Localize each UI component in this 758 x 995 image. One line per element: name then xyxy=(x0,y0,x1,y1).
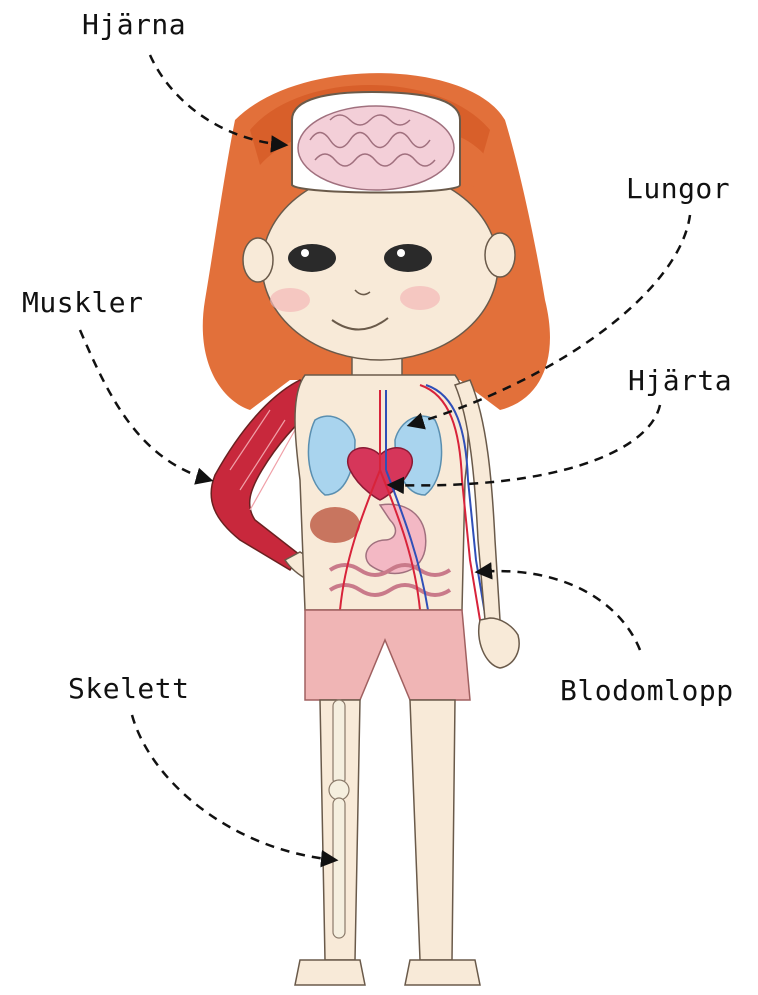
left-eye xyxy=(288,244,336,272)
liver xyxy=(310,507,360,543)
label-brain: Hjärna xyxy=(82,8,186,41)
left-foot xyxy=(295,960,365,985)
left-cheek xyxy=(270,288,310,312)
label-skeleton: Skelett xyxy=(68,672,190,705)
label-heart: Hjärta xyxy=(628,364,732,397)
brain xyxy=(292,92,460,193)
label-lungs: Lungor xyxy=(626,172,730,205)
right-hand xyxy=(479,618,519,668)
arrow-skeleton xyxy=(132,715,335,860)
arrow-muscles xyxy=(80,330,210,480)
right-ear xyxy=(485,233,515,277)
label-circulation: Blodomlopp xyxy=(560,674,734,707)
right-cheek xyxy=(400,286,440,310)
right-foot xyxy=(405,960,480,985)
right-leg xyxy=(410,700,455,960)
skeleton-leg xyxy=(320,700,360,960)
shorts xyxy=(305,610,470,700)
label-muscles: Muskler xyxy=(22,286,144,319)
right-eye xyxy=(384,244,432,272)
left-ear xyxy=(243,238,273,282)
